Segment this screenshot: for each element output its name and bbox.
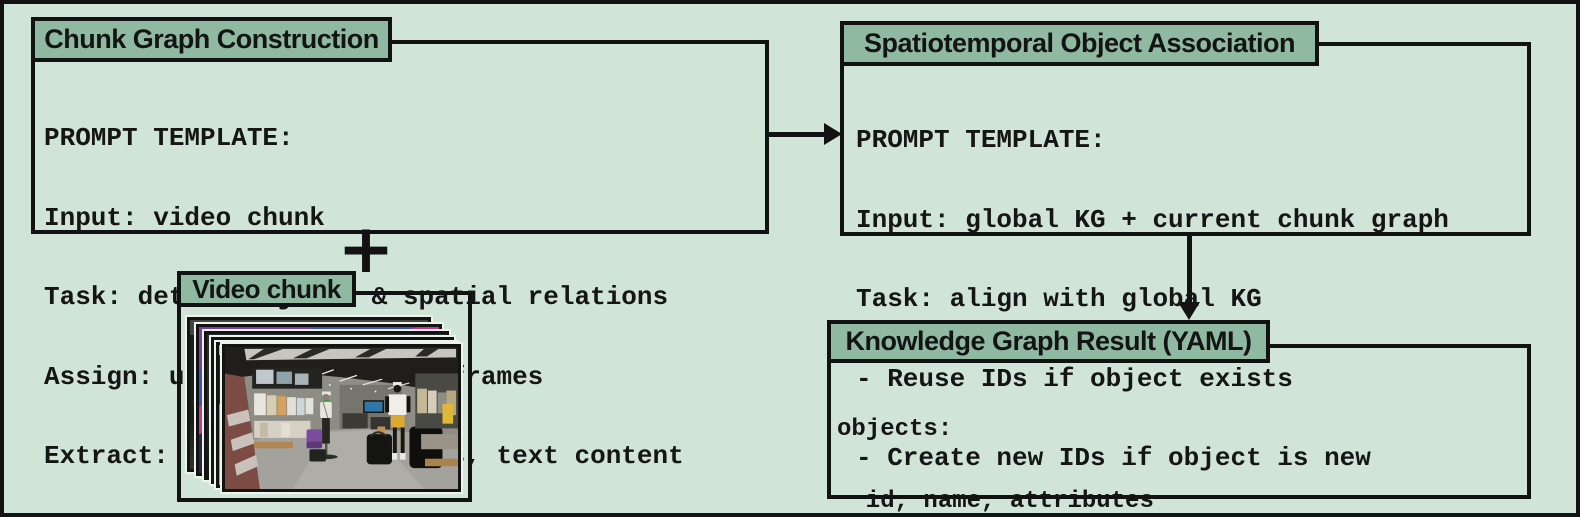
kg-result-header: Knowledge Graph Result (YAML) xyxy=(827,320,1270,363)
yaml-line: objects: xyxy=(837,416,953,443)
arrow-right-icon xyxy=(824,123,842,145)
prompt-line: PROMPT TEMPLATE: xyxy=(44,123,294,153)
chunk-graph-construction-panel xyxy=(31,40,769,234)
spatiotemporal-association-header: Spatiotemporal Object Association xyxy=(840,21,1319,66)
prompt-line: Task: detect objects & spatial relations xyxy=(44,282,669,312)
kg-result-title: Knowledge Graph Result (YAML) xyxy=(845,326,1252,356)
prompt-line: Input: video chunk xyxy=(44,202,325,233)
kg-result-yaml-text: objects: id, name, attributes frames: {f… xyxy=(837,370,1485,515)
arrow-right-line xyxy=(767,132,826,137)
video-chunk-header: Video chunk xyxy=(177,271,356,307)
chunk-graph-construction-title: Chunk Graph Construction xyxy=(44,24,379,54)
prompt-line: Input: global KG + current chunk graph xyxy=(856,204,1449,235)
spatiotemporal-prompt-text: PROMPT TEMPLATE: Input: global KG + curr… xyxy=(856,74,1511,513)
prompt-line: - Create new IDs if object is new xyxy=(856,443,1371,473)
store-photo xyxy=(225,347,458,489)
spatiotemporal-association-panel xyxy=(840,42,1531,236)
spatiotemporal-association-title: Spatiotemporal Object Association xyxy=(863,28,1296,58)
prompt-line: PROMPT TEMPLATE: xyxy=(856,125,1106,155)
kg-result-panel xyxy=(827,344,1531,499)
yaml-line: id, name, attributes xyxy=(837,488,1154,515)
prompt-line: Task: align with global KG xyxy=(856,284,1262,314)
arrow-down-line xyxy=(1187,234,1192,306)
chunk-graph-construction-header: Chunk Graph Construction xyxy=(31,17,392,62)
prompt-line: - Reuse IDs if object exists xyxy=(856,363,1293,394)
video-chunk-title: Video chunk xyxy=(192,273,341,304)
arrow-down-icon xyxy=(1178,302,1200,320)
video-frame-front xyxy=(220,342,463,494)
